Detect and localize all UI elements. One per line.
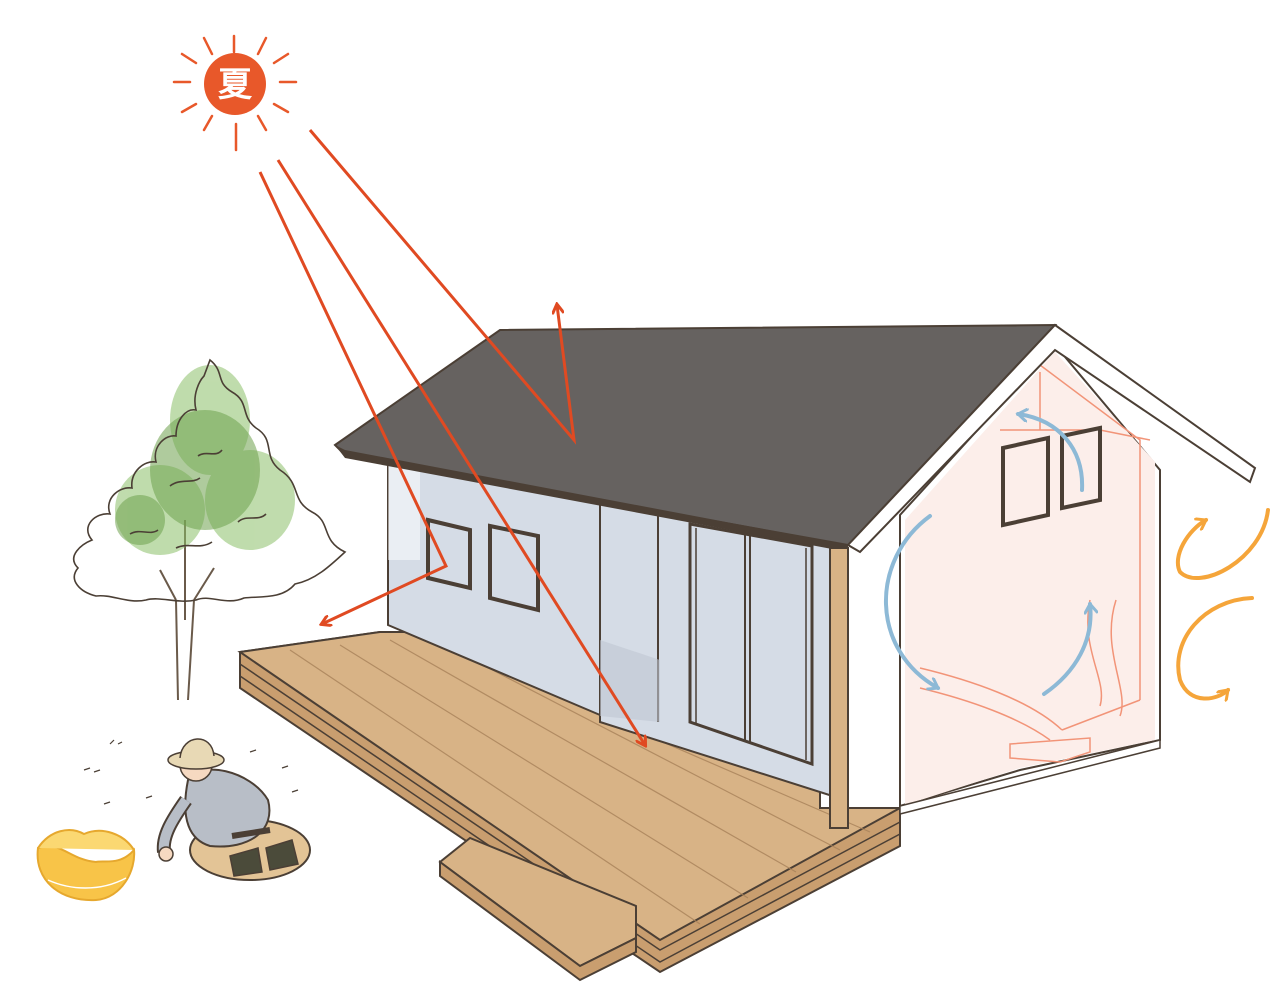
- house: [333, 323, 1257, 829]
- interior-section: [919, 364, 1151, 763]
- ray-wall-reflection: [258, 171, 448, 624]
- porch-post: [829, 547, 849, 829]
- side-window-2: [488, 523, 540, 613]
- person-icon: [83, 738, 311, 881]
- sun-icon: 夏: [172, 34, 298, 152]
- sun-disc: [204, 53, 266, 115]
- sun-rays: [258, 129, 645, 745]
- outdoor-air-flow: [1175, 508, 1270, 699]
- sliding-door: [688, 522, 814, 767]
- basket-icon: [36, 829, 136, 902]
- tree-icon: [72, 358, 347, 701]
- season-label: 夏: [218, 65, 253, 105]
- indoor-air-flow: [884, 414, 1091, 696]
- ray-deck: [276, 159, 645, 745]
- gable-window-1: [1001, 435, 1050, 528]
- side-window-1: [426, 517, 472, 591]
- ray-roof-reflection: [308, 129, 577, 445]
